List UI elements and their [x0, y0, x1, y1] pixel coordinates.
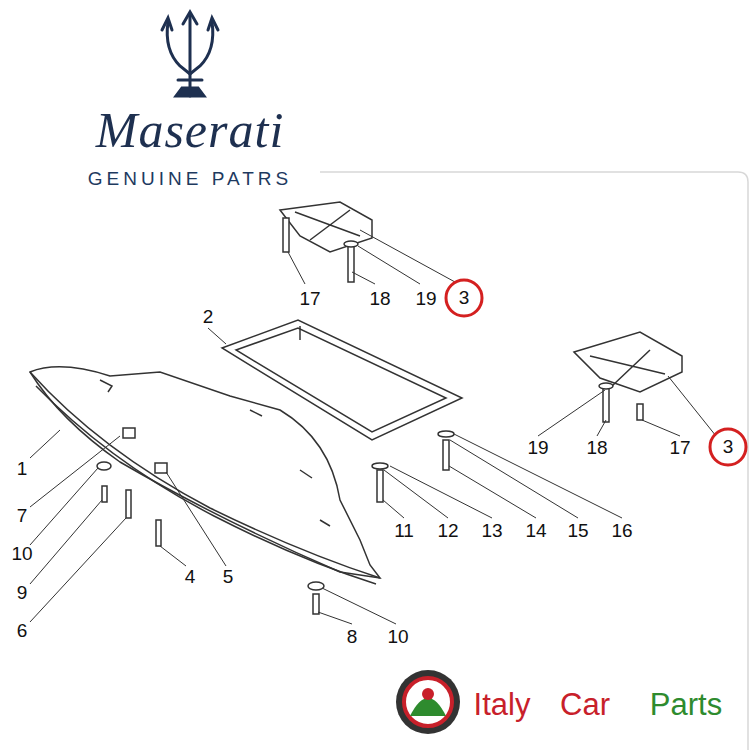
- callout-number: 8: [347, 627, 358, 646]
- callout-number: 5: [223, 567, 234, 586]
- callout-number: 10: [11, 544, 32, 563]
- callout-number: 17: [299, 289, 320, 308]
- callout-number: 7: [17, 506, 28, 525]
- callout-number: 13: [481, 521, 502, 540]
- callout-number: 10: [387, 627, 408, 646]
- callout-number: 9: [17, 583, 28, 602]
- brand-name: Maserati: [96, 105, 285, 155]
- callout-number: 19: [415, 289, 436, 308]
- callout-number: 14: [525, 521, 546, 540]
- shop-logo-word: Parts: [650, 689, 722, 720]
- brand-subtitle: GENUINE PATRS: [88, 169, 292, 188]
- callout-number: 3: [723, 436, 734, 458]
- callout-number: 18: [369, 289, 390, 308]
- callout-number: 3: [459, 287, 470, 309]
- callout-number: 11: [394, 521, 414, 540]
- highlight-circle: 3: [444, 278, 484, 318]
- callout-number: 17: [669, 438, 690, 457]
- callout-number: 2: [203, 307, 214, 326]
- callout-number: 6: [17, 621, 28, 640]
- callout-number: 18: [586, 438, 607, 457]
- shop-logo-word: Italy: [474, 689, 531, 720]
- callout-number: 15: [567, 521, 588, 540]
- callout-number: 4: [185, 567, 196, 586]
- shop-logo-word: Car: [560, 689, 610, 720]
- callout-number: 1: [17, 459, 28, 478]
- callout-number: 16: [611, 521, 632, 540]
- callout-number: 19: [527, 438, 548, 457]
- highlight-circle: 3: [708, 427, 748, 467]
- callout-number: 12: [437, 521, 458, 540]
